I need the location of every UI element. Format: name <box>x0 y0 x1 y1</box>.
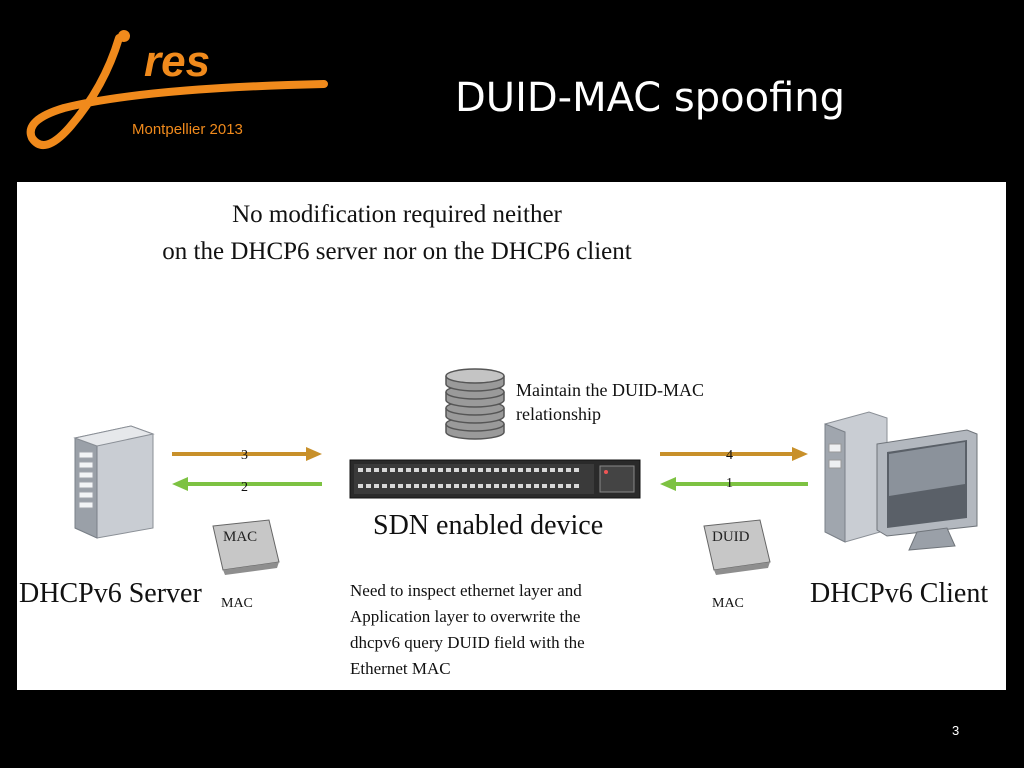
arrow-label-2: 2 <box>241 480 248 495</box>
mac-under-server: MAC <box>221 596 253 611</box>
jres-logo-mark: res <box>26 30 328 150</box>
arrow-label-1: 1 <box>726 476 733 491</box>
headline: No modification required neither on the … <box>17 196 777 270</box>
mac-packet-label: MAC <box>223 529 258 545</box>
server-label: DHCPv6 Server <box>19 578 202 609</box>
svg-text:res: res <box>144 37 210 86</box>
sdn-label: SDN enabled device <box>373 510 604 541</box>
client-computer-icon <box>824 411 978 551</box>
inspect-line-3: dhcpv6 query DUID field with the <box>350 633 585 652</box>
maintain-line-2: relationship <box>516 404 601 424</box>
client-label: DHCPv6 Client <box>810 578 989 609</box>
arrow-1-client-to-switch <box>660 477 808 491</box>
headline-line-1: No modification required neither <box>232 201 562 228</box>
slide-title: DUID-MAC spoofing <box>455 75 846 121</box>
arrow-label-3: 3 <box>241 448 248 463</box>
duid-packet-icon <box>703 519 771 575</box>
inspect-line-1: Need to inspect ethernet layer and <box>350 581 582 600</box>
arrow-2-switch-to-server <box>172 477 322 491</box>
jres-logo: res Montpellier 2013 <box>24 28 334 153</box>
duid-packet-label: DUID <box>712 529 750 545</box>
mac-packet-icon <box>212 519 280 575</box>
arrow-4-switch-to-client <box>660 447 808 461</box>
diagram-panel: No modification required neither on the … <box>17 182 1006 690</box>
switch-icon <box>349 459 641 499</box>
logo-subtitle: Montpellier 2013 <box>132 121 243 138</box>
arrow-label-4: 4 <box>726 448 733 463</box>
database-icon <box>445 368 505 440</box>
server-icon <box>73 425 155 539</box>
maintain-text: Maintain the DUID-MAC relationship <box>516 378 756 426</box>
inspect-text: Need to inspect ethernet layer and Appli… <box>350 578 650 682</box>
arrow-3-server-to-switch <box>172 447 322 461</box>
mac-under-client: MAC <box>712 596 744 611</box>
headline-line-2: on the DHCP6 server nor on the DHCP6 cli… <box>162 238 632 265</box>
maintain-line-1: Maintain the DUID-MAC <box>516 380 704 400</box>
inspect-line-4: Ethernet MAC <box>350 659 451 678</box>
page-number: 3 <box>952 723 960 738</box>
inspect-line-2: Application layer to overwrite the <box>350 607 581 626</box>
